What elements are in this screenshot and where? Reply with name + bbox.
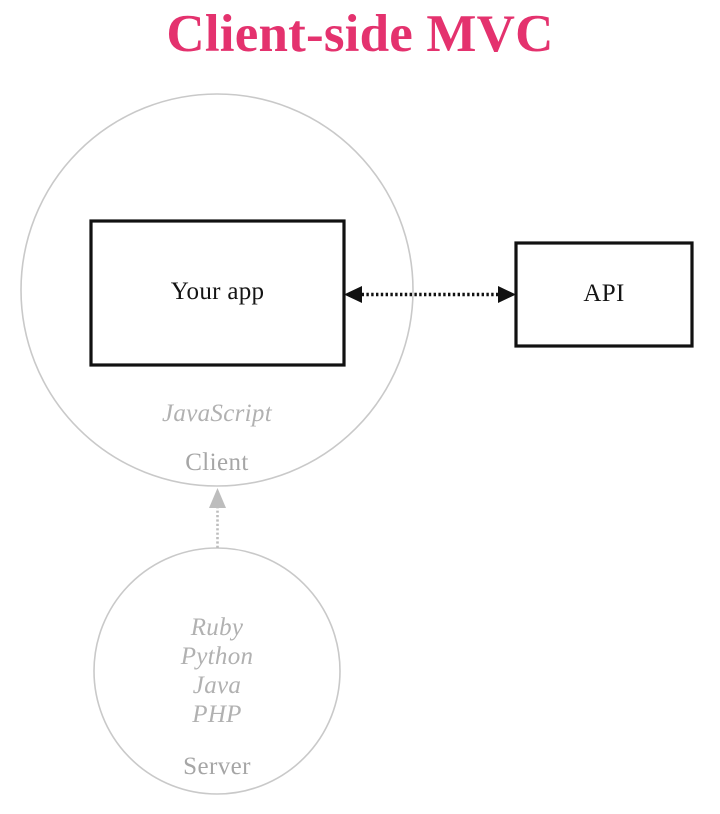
api-box-label: API — [583, 280, 625, 307]
arrowhead-left — [344, 286, 362, 303]
api-box[interactable] — [514, 241, 694, 348]
server-tech-item: Python — [180, 643, 254, 670]
client-zone-label: Client — [185, 449, 249, 476]
server-tech-stack: Ruby Python Java PHP — [97, 613, 337, 729]
client-tech-label: JavaScript — [162, 400, 272, 427]
your-app-box[interactable] — [89, 219, 346, 367]
server-tech-item: Ruby — [190, 614, 244, 641]
server-tech-item: Java — [192, 672, 242, 699]
server-tech-item: PHP — [192, 701, 242, 728]
page-title: Client-side MVC — [166, 5, 554, 63]
server-zone-label: Server — [183, 753, 251, 780]
your-app-box-label: Your app — [170, 278, 265, 305]
arrowhead-right — [498, 286, 516, 303]
arrowhead-up — [209, 488, 226, 508]
server-client-connector — [209, 488, 226, 548]
client-zone-circle — [20, 93, 414, 487]
app-api-connector — [344, 286, 516, 303]
